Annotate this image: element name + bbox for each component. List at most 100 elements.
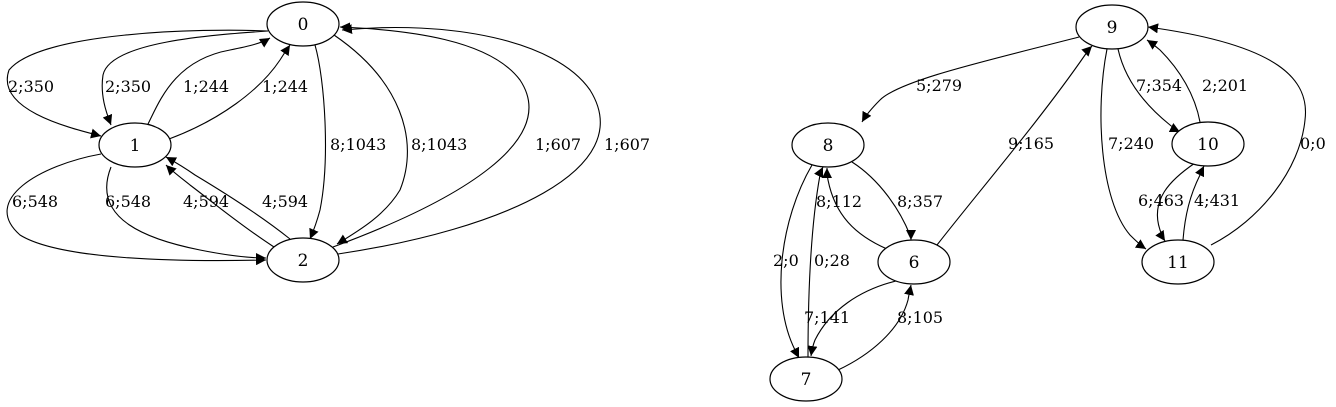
edge-8-to-7: 2;0	[773, 164, 813, 359]
edge-2-to-0: 1;607	[332, 22, 581, 248]
node-ellipse	[266, 1, 340, 47]
edge-label: 5;279	[916, 76, 962, 95]
node-6: 6	[877, 239, 951, 285]
node-label: 9	[1107, 18, 1118, 38]
node-label: 2	[298, 251, 309, 271]
edge-line	[147, 37, 271, 125]
node-label: 10	[1197, 135, 1219, 155]
node-9: 9	[1075, 4, 1149, 50]
node-ellipse	[791, 122, 865, 168]
edge-1-to-0: 1;244	[168, 44, 308, 140]
edge-label: 8;105	[897, 308, 943, 327]
node-2: 2	[266, 237, 340, 283]
edge-label: 0;0	[1300, 134, 1326, 153]
edge-label: 2;350	[105, 77, 151, 96]
edge-10-to-9: 2;201	[1146, 39, 1248, 123]
edge-1-to-2: 6;548	[105, 166, 267, 263]
edge-line	[780, 164, 813, 359]
edge-2-to-1: 4;594	[165, 164, 275, 248]
edge-6-to-8: 8;112	[816, 167, 888, 250]
edge-label: 7;240	[1108, 134, 1154, 153]
node-label: 0	[298, 15, 309, 35]
edge-label: 8;1043	[330, 135, 386, 154]
edge-line	[337, 24, 601, 255]
edge-label: 0;28	[814, 251, 850, 270]
edge-line	[309, 44, 327, 240]
edge-10-to-11: 6;463	[1138, 162, 1196, 242]
edge-line	[106, 166, 267, 263]
edge-line	[165, 156, 291, 240]
edge-label: 1;244	[183, 77, 229, 96]
edge-line	[168, 44, 291, 140]
edge-line	[822, 167, 888, 250]
edge-6-to-7: 7;141	[804, 280, 897, 357]
edge-label: 2;201	[1202, 76, 1248, 95]
node-label: 8	[823, 136, 834, 156]
edge-line	[6, 29, 269, 139]
edge-line	[861, 36, 1080, 123]
edge-label: 2;0	[773, 251, 799, 270]
edge-label: 2;350	[8, 77, 54, 96]
edge-label: 7;141	[804, 308, 850, 327]
edge-label: 1;244	[262, 77, 308, 96]
node-1: 1	[98, 122, 172, 168]
node-label: 6	[909, 253, 920, 273]
edge-label: 1;607	[535, 135, 581, 154]
edge-line	[1147, 23, 1307, 246]
node-ellipse	[1171, 121, 1245, 167]
edge-label: 4;594	[262, 192, 308, 211]
edge-label: 6;463	[1138, 191, 1184, 210]
node-ellipse	[877, 239, 951, 285]
edge-line	[332, 22, 530, 248]
edge-label: 7;354	[1136, 76, 1182, 95]
node-0: 0	[266, 1, 340, 47]
node-10: 10	[1171, 121, 1245, 167]
edge-label: 9;165	[1008, 134, 1054, 153]
edge-2-to-1: 4;594	[165, 156, 308, 240]
edge-line	[333, 34, 408, 245]
node-ellipse	[1141, 239, 1215, 285]
edge-label: 8;112	[816, 192, 862, 211]
node-ellipse	[266, 237, 340, 283]
edge-line	[101, 30, 269, 126]
edge-line	[1117, 48, 1181, 133]
edge-7-to-6: 8;105	[837, 284, 943, 371]
edge-9-to-10: 7;354	[1117, 48, 1182, 133]
edge-line	[807, 280, 897, 357]
nodes-layer: 0 1 2 9 8 10 6 11 7	[98, 1, 1245, 402]
edge-0-to-2: 8;1043	[309, 44, 386, 240]
edge-2-to-0: 1;607	[337, 24, 650, 255]
node-8: 8	[791, 122, 865, 168]
node-label: 1	[130, 136, 141, 156]
edge-line	[936, 45, 1093, 246]
node-ellipse	[769, 356, 843, 402]
edge-9-to-8: 5;279	[861, 36, 1080, 123]
edge-line	[1146, 39, 1201, 123]
edge-9-to-11: 7;240	[1100, 48, 1154, 250]
edge-label: 1;607	[604, 135, 650, 154]
edge-6-to-9: 9;165	[936, 45, 1093, 246]
edge-0-to-2: 8;1043	[333, 34, 467, 245]
edge-line	[851, 161, 916, 241]
edge-line	[1100, 48, 1147, 250]
node-ellipse	[1075, 4, 1149, 50]
node-ellipse	[98, 122, 172, 168]
edge-line	[165, 164, 275, 248]
edge-line	[1155, 162, 1196, 242]
edge-7-to-8: 0;28	[807, 166, 850, 358]
edge-1-to-2: 6;548	[6, 153, 267, 266]
edge-label: 6;548	[12, 192, 58, 211]
node-7: 7	[769, 356, 843, 402]
node-11: 11	[1141, 239, 1215, 285]
edge-label: 8;357	[897, 192, 943, 211]
edge-8-to-6: 8;357	[851, 161, 943, 241]
edge-11-to-10: 4;431	[1182, 165, 1240, 241]
edge-0-to-1: 2;350	[101, 30, 269, 126]
edge-line	[6, 153, 267, 266]
edge-label: 4;594	[183, 192, 229, 211]
node-label: 7	[801, 370, 812, 390]
edge-1-to-0: 1;244	[147, 37, 271, 125]
edge-label: 4;431	[1194, 191, 1240, 210]
